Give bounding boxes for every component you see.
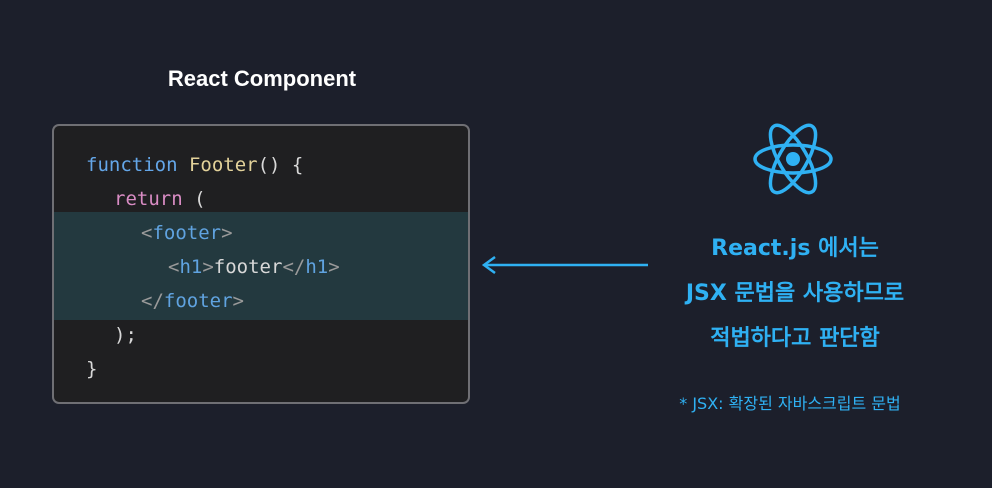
tag-bracket: </ bbox=[282, 256, 306, 278]
tag-bracket: </ bbox=[141, 290, 164, 312]
code-line: return ( bbox=[54, 182, 468, 216]
tag-bracket: > bbox=[221, 222, 233, 244]
message-line: 적법하다고 판단함 bbox=[710, 326, 880, 351]
code-line: } bbox=[54, 352, 468, 386]
panel-title: React Component bbox=[167, 66, 357, 91]
react-logo-icon bbox=[753, 123, 833, 195]
code-text: ( bbox=[182, 188, 206, 210]
keyword: return bbox=[114, 188, 183, 210]
tag-bracket: < bbox=[141, 222, 153, 244]
footnote: * JSX: 확장된 자바스크립트 문법 bbox=[679, 394, 901, 413]
code-panel: function Footer() { return ( <footer> <h… bbox=[52, 124, 470, 404]
code-text: () { bbox=[257, 154, 304, 176]
tag-name: footer bbox=[152, 222, 222, 244]
arrow-left-icon bbox=[481, 255, 648, 275]
code-line: </footer> bbox=[54, 284, 468, 318]
tag-name: h1 bbox=[305, 256, 329, 278]
tag-bracket: < bbox=[168, 256, 180, 278]
tag-name: h1 bbox=[179, 256, 203, 278]
code-text: footer bbox=[213, 256, 283, 278]
code-block: function Footer() { return ( <footer> <h… bbox=[54, 148, 468, 386]
tag-bracket: > bbox=[232, 290, 244, 312]
highlighted-jsx-block bbox=[54, 212, 468, 320]
message-line: JSX 문법을 사용하므로 bbox=[685, 281, 905, 306]
code-line: function Footer() { bbox=[54, 148, 468, 182]
code-text: } bbox=[86, 358, 98, 380]
code-line: ); bbox=[54, 318, 468, 352]
code-line: <h1>footer</h1> bbox=[54, 250, 468, 284]
code-line: <footer> bbox=[54, 216, 468, 250]
tag-name: footer bbox=[163, 290, 233, 312]
tag-bracket: > bbox=[328, 256, 340, 278]
code-text: ); bbox=[114, 324, 137, 346]
message-line: React.js 에서는 bbox=[711, 236, 879, 261]
keyword: function bbox=[86, 154, 178, 176]
explanation-message: React.js 에서는 JSX 문법을 사용하므로 적법하다고 판단함 bbox=[650, 226, 940, 361]
tag-bracket: > bbox=[202, 256, 214, 278]
function-name: Footer bbox=[188, 154, 258, 176]
